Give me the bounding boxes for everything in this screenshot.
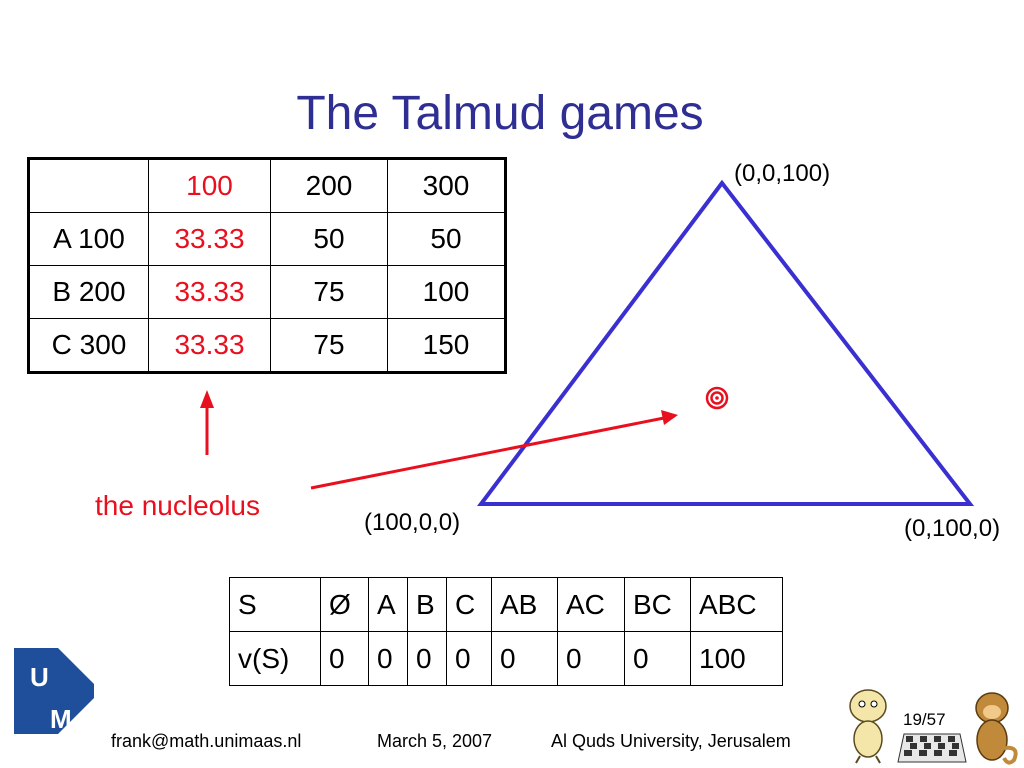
table-row: B 200 33.33 75 100 — [28, 265, 506, 319]
footer-date: March 5, 2007 — [377, 731, 493, 751]
table-cell: 50 — [387, 212, 506, 266]
logo-letter-m: M — [50, 704, 72, 734]
page-number: 19/57 — [903, 710, 946, 729]
nucleolus-marker — [705, 386, 729, 410]
table-header-cell: 300 — [387, 158, 506, 213]
table-row: v(S) 0 0 0 0 0 0 0 100 — [229, 631, 783, 686]
vertex-label-right: (0,100,0) — [904, 515, 1001, 542]
table-cell: 150 — [387, 318, 506, 373]
cartoon-character-icon — [849, 689, 887, 764]
table-cell: 100 — [690, 631, 783, 686]
university-logo: U M — [14, 648, 94, 734]
talmud-table: 100 200 300 A 100 33.33 50 50 B 200 33.3… — [27, 157, 507, 374]
diagonal-arrow-head — [661, 410, 678, 425]
diagonal-arrow-shaft — [310, 416, 665, 490]
row-label: A 100 — [28, 212, 149, 266]
table-cell: 0 — [446, 631, 492, 686]
coalition-value-table: S Ø A B C AB AC BC ABC v(S) 0 0 0 0 0 0 … — [229, 577, 783, 686]
table-cell: 0 — [407, 631, 447, 686]
table-cell: S — [229, 577, 321, 632]
simplex-triangle — [476, 179, 975, 506]
nucleolus-label: the nucleolus — [95, 490, 261, 521]
footer-email: frank@math.unimaas.nl — [111, 731, 302, 751]
table-cell: ABC — [690, 577, 783, 632]
table-cell: 75 — [270, 265, 388, 319]
table-cell: 50 — [270, 212, 388, 266]
up-arrow-head — [200, 390, 214, 408]
table-cell: AB — [491, 577, 558, 632]
table-cell: 75 — [270, 318, 388, 373]
vertex-label-top: (0,0,100) — [734, 160, 831, 187]
table-cell: A — [368, 577, 408, 632]
table-cell: 0 — [624, 631, 691, 686]
table-cell: C — [446, 577, 492, 632]
table-cell: 0 — [368, 631, 408, 686]
row-label: C 300 — [28, 318, 149, 373]
table-cell: v(S) — [229, 631, 321, 686]
slide-title: The Talmud games — [296, 87, 704, 140]
table-cell: 0 — [557, 631, 625, 686]
table-cell: Ø — [320, 577, 369, 632]
table-header-cell: 200 — [270, 158, 388, 213]
table-cell: 33.33 — [148, 318, 271, 373]
table-cell: 0 — [320, 631, 369, 686]
table-cell: 0 — [491, 631, 558, 686]
row-label: B 200 — [28, 265, 149, 319]
vertex-label-left: (100,0,0) — [364, 509, 461, 536]
table-header-cell: 100 — [148, 158, 271, 213]
chessboard-icon — [897, 733, 967, 763]
table-row: S Ø A B C AB AC BC ABC — [229, 577, 783, 632]
table-cell: BC — [624, 577, 691, 632]
table-cell: 100 — [387, 265, 506, 319]
table-cell: B — [407, 577, 447, 632]
table-cell: AC — [557, 577, 625, 632]
monkey-icon — [975, 692, 1018, 765]
logo-letter-u: U — [30, 662, 49, 692]
footer-venue: Al Quds University, Jerusalem — [551, 731, 791, 751]
table-row: C 300 33.33 75 150 — [28, 318, 506, 373]
